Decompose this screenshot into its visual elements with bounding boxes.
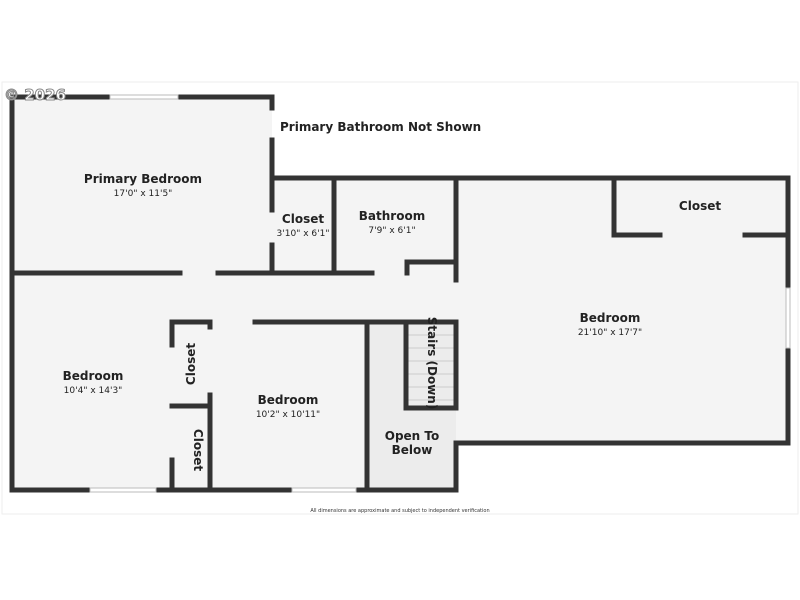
room-dims-primary-bedroom: 17'0" x 11'5" — [114, 189, 173, 199]
copyright-watermark: © 2026 — [4, 86, 66, 104]
room-label-bedroom-left: Bedroom — [63, 369, 124, 383]
room-dims-bathroom: 7'9" x 6'1" — [368, 226, 415, 236]
room-dims-bedroom-left: 10'4" x 14'3" — [64, 386, 123, 396]
room-fills — [12, 97, 788, 490]
note-primary-bathroom: Primary Bathroom Not Shown — [280, 120, 481, 134]
open-to-below-line1: Open To — [385, 429, 440, 443]
room-label-closet-mid-1: Closet — [184, 343, 198, 385]
windows — [89, 94, 791, 493]
plan-frame — [1, 81, 799, 515]
room-dims-closet-top: 3'10" x 6'1" — [277, 229, 330, 239]
room-label-closet-mid-2: Closet — [191, 429, 205, 471]
room-dims-bedroom-large: 21'10" x 17'7" — [578, 328, 642, 338]
room-label-closet-top: Closet — [282, 212, 324, 226]
walls — [9, 94, 791, 493]
room-dims-bedroom-mid: 10'2" x 10'11" — [256, 410, 320, 420]
open-to-below-line2: Below — [392, 443, 433, 457]
stairs-label: Stairs (Down) — [425, 317, 439, 410]
room-label-bedroom-mid: Bedroom — [258, 393, 319, 407]
room-label-bedroom-large: Bedroom — [580, 311, 641, 325]
room-label-primary-bedroom: Primary Bedroom — [84, 172, 202, 186]
footer-disclaimer: All dimensions are approximate and subje… — [310, 508, 489, 514]
stairs-treads — [408, 334, 454, 401]
room-label-bathroom: Bathroom — [359, 209, 425, 223]
room-label-closet-large: Closet — [679, 199, 721, 213]
